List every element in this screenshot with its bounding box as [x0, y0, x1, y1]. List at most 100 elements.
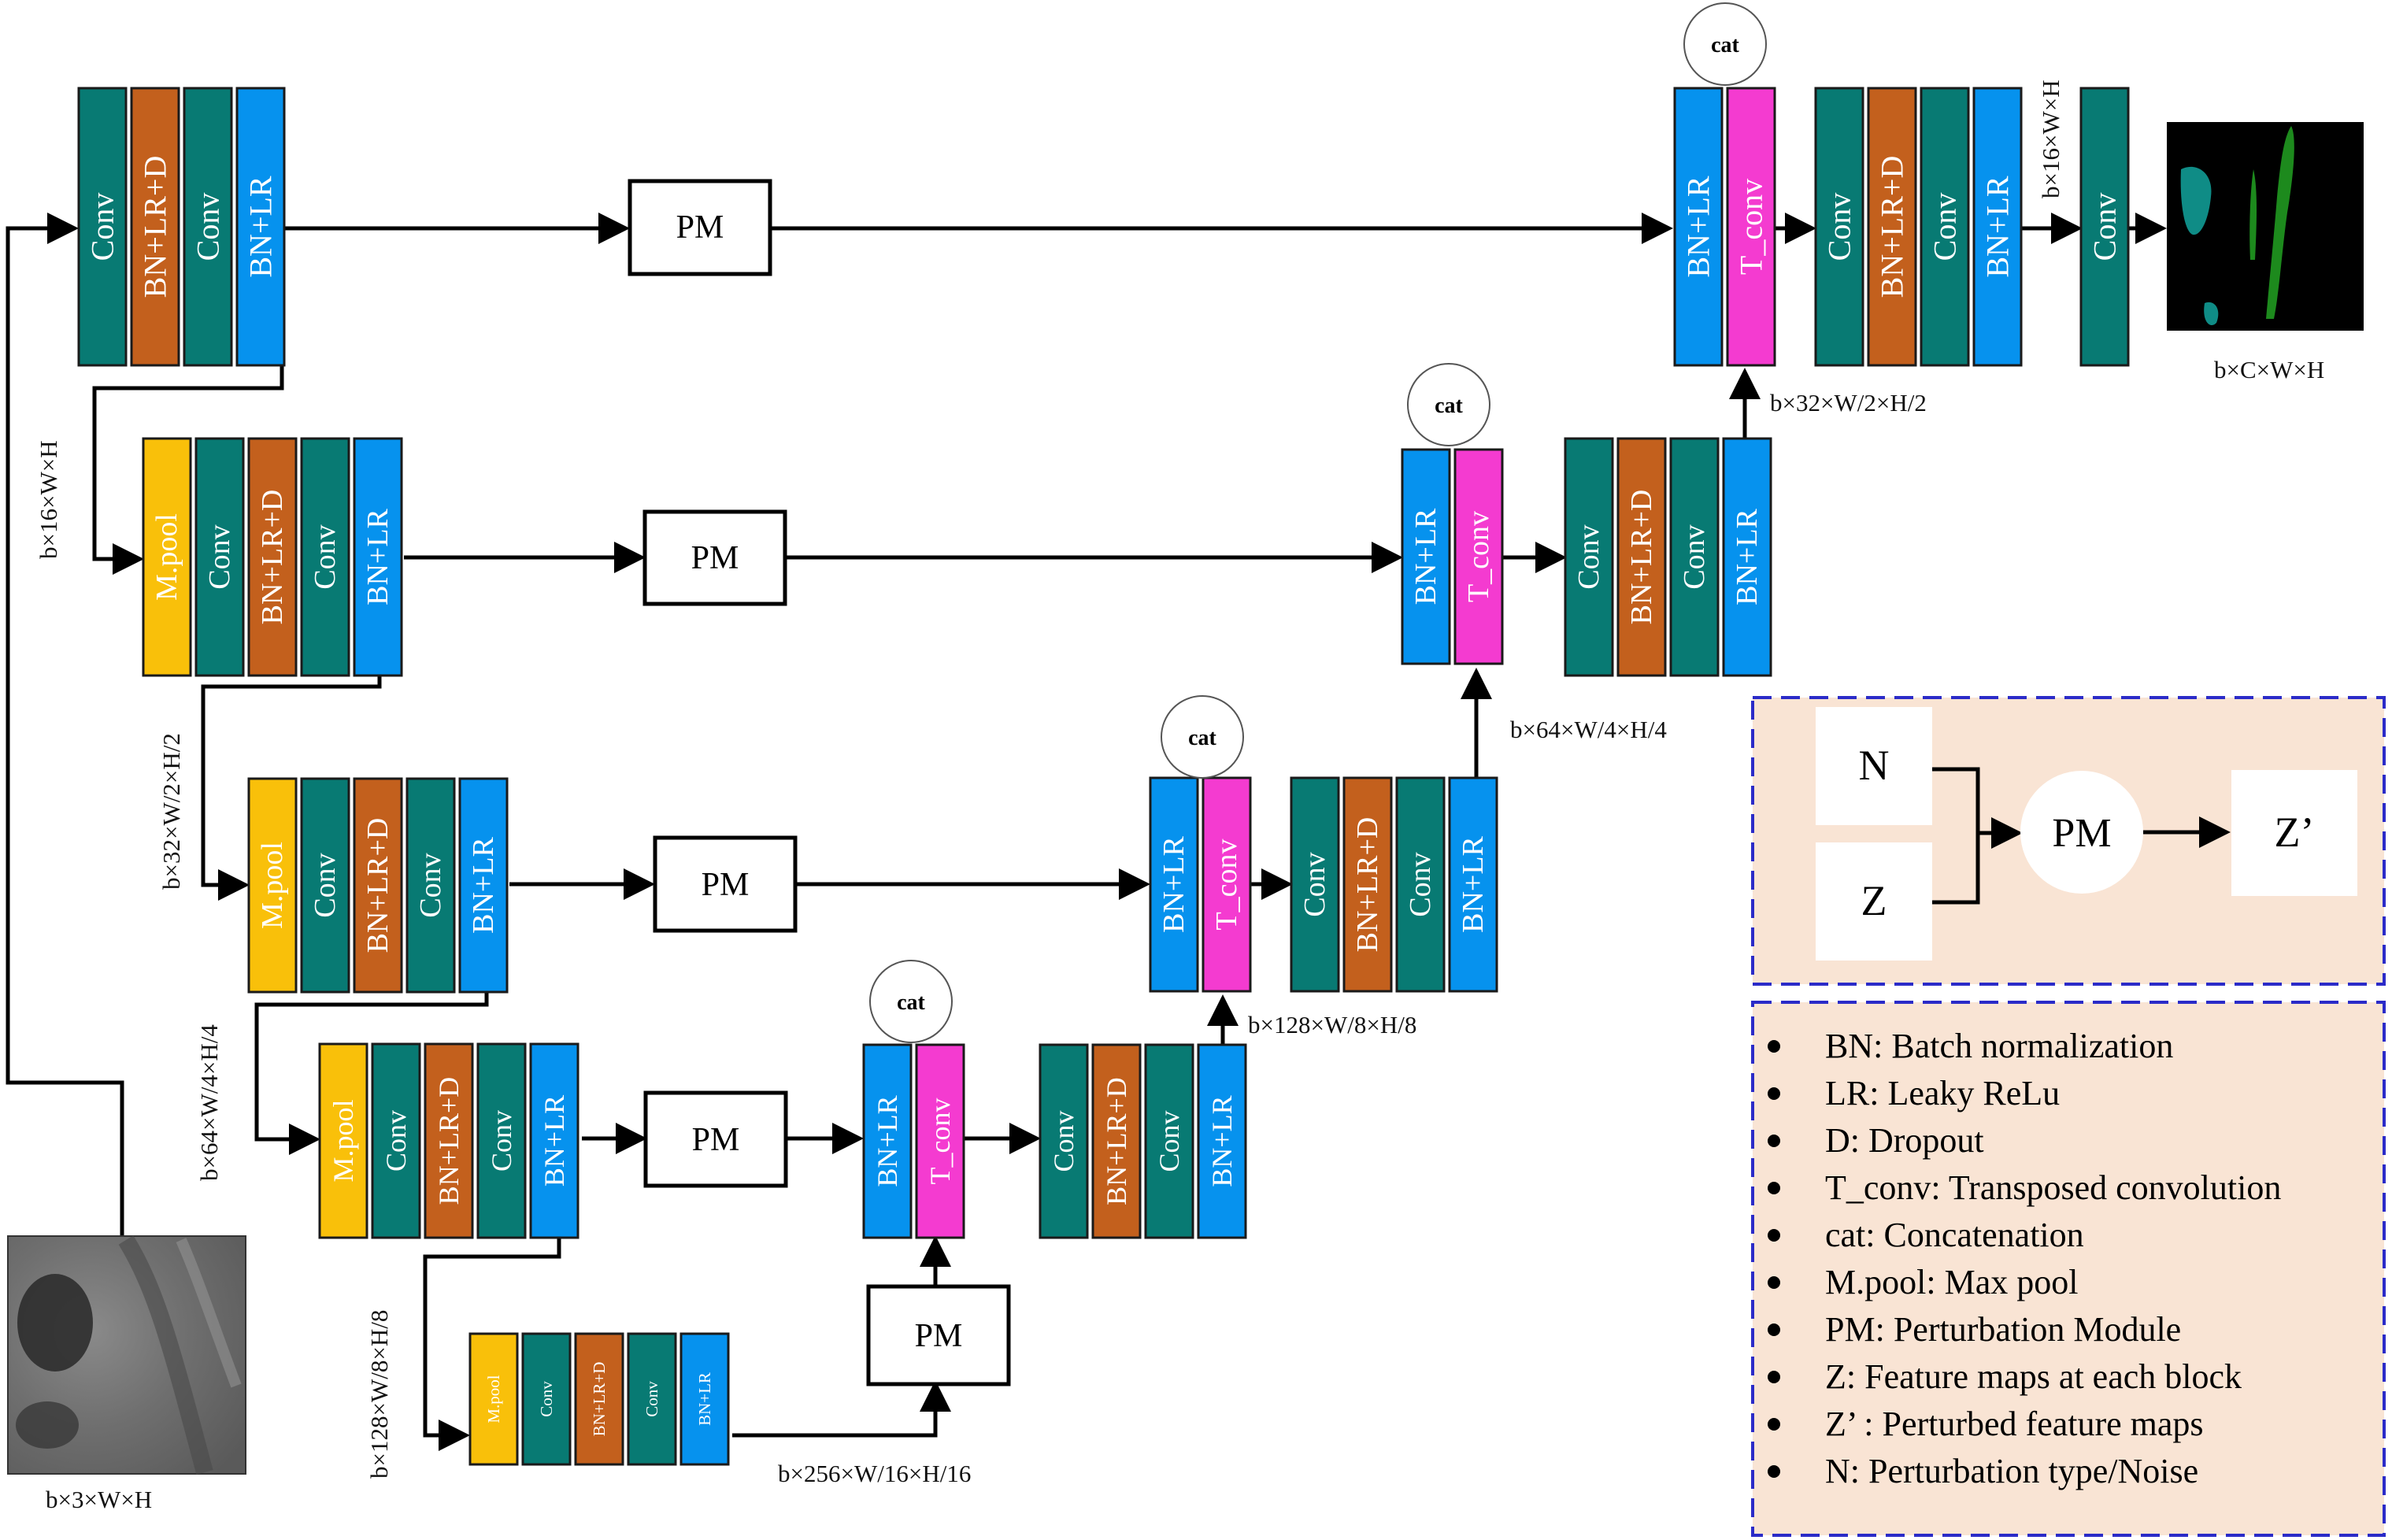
enc3-dim-label: b×64×W/4×H/4 [195, 1024, 223, 1181]
dec2-cat-1-t-conv-label: T_conv [1462, 511, 1495, 602]
legend-bullet-icon [1768, 1135, 1780, 1147]
dec2-conv-2-conv-label: Conv [1678, 524, 1711, 589]
legend-item: LR: Leaky ReLu [1768, 1074, 2060, 1112]
dec3-conv-3-bn-lr-block: BN+LR [1448, 776, 1498, 993]
legend-item-text: PM: Perturbation Module [1825, 1310, 2181, 1349]
legend-bullet-icon [1768, 1040, 1780, 1053]
bottleneck-4-bn-lr-label: BN+LR [695, 1372, 714, 1426]
dec2-conv-3-bn-lr-block: BN+LR [1722, 437, 1772, 677]
dec1-conv-3-bn-lr-block: BN+LR [1972, 87, 2023, 367]
cat-circle-level3 [1161, 695, 1244, 779]
legend-bullet-icon [1768, 1229, 1780, 1242]
enc3-0-mpool-label: M.pool [256, 842, 289, 929]
n-box [1816, 707, 1932, 825]
enc2-1-conv-label: Conv [203, 524, 236, 589]
dec1-cat-0-bn-lr-label: BN+LR [1681, 176, 1716, 278]
pm-box-level4 [643, 1090, 788, 1188]
dec4-conv-0-conv-block: Conv [1039, 1043, 1089, 1239]
enc2-2-bn-lr_d-label: BN+LR+D [256, 490, 289, 625]
n-connector-line [1932, 767, 1980, 905]
enc4-0-mpool-label: M.pool [328, 1099, 359, 1182]
bottleneck-3-conv-block: Conv [627, 1332, 677, 1466]
bottleneck-to-pm5-line [732, 1380, 951, 1438]
pm-box-level2 [642, 509, 787, 606]
pm-label-level1: PM [676, 209, 724, 246]
enc2-4-bn-lr-label: BN+LR [361, 508, 394, 605]
enc4-2-bn-lr_d-label: BN+LR+D [433, 1077, 465, 1205]
output-mask-image [2167, 122, 2364, 331]
legend-item: D: Dropout [1768, 1121, 1984, 1160]
z-label: Z [1861, 877, 1887, 924]
enc3-to-enc4-line [254, 992, 489, 1155]
dec4-conv-3-bn-lr-block: BN+LR [1197, 1043, 1247, 1239]
input-image [7, 1235, 246, 1475]
cat-circles: cat cat cat cat [869, 2, 1767, 1043]
dec2-conv-0-conv-block: Conv [1564, 437, 1614, 677]
legend-background [1751, 1001, 2386, 1537]
pm-boxes: PM PM PM PM PM [628, 179, 1011, 1386]
dec4-conv-2-conv-label: Conv [1153, 1110, 1185, 1172]
enc1-to-enc2-line [92, 364, 284, 575]
dec2-dim-label: b×64×W/4×H/4 [1510, 716, 1667, 743]
output-dim-label: b×C×W×H [2214, 356, 2324, 383]
bottleneck-3-conv-label: Conv [642, 1381, 661, 1417]
enc2-0-mpool-block: M.pool [142, 437, 192, 677]
legend-item-text: N: Perturbation type/Noise [1825, 1452, 2198, 1490]
legend-item: Z: Feature maps at each block [1768, 1357, 2242, 1396]
legend-bullet-icon [1768, 1087, 1780, 1100]
dec4-conv-0-conv-label: Conv [1048, 1110, 1079, 1172]
dec4-cat-0-bn-lr-label: BN+LR [872, 1095, 903, 1186]
legend-bullet-icon [1768, 1418, 1780, 1431]
legend-item: PM: Perturbation Module [1768, 1310, 2181, 1349]
bottleneck-1-conv-block: Conv [521, 1332, 572, 1466]
legend-bullet-icon [1768, 1182, 1780, 1194]
legend-bullet-icon [1768, 1465, 1780, 1478]
dec2-conv-2-conv-block: Conv [1669, 437, 1720, 677]
enc1-3-bn-lr-label: BN+LR [243, 176, 279, 278]
dec2-cat-1-t-conv-block: T_conv [1453, 448, 1504, 665]
enc2-0-mpool-label: M.pool [150, 513, 183, 601]
enc2-to-enc3-line [201, 676, 382, 901]
pm-inset-label: PM [2052, 811, 2111, 856]
input-dim-label: b×3×W×H [46, 1486, 152, 1513]
legend-item-text: cat: Concatenation [1825, 1216, 2084, 1254]
dec4-conv-3-bn-lr-label: BN+LR [1206, 1095, 1238, 1186]
dec1-cat-1-t-conv-block: T_conv [1726, 87, 1776, 367]
enc4-3-conv-block: Conv [476, 1042, 527, 1239]
legend-bullet-icon [1768, 1323, 1780, 1336]
cat-label-level2: cat [1435, 394, 1463, 418]
enc3-1-conv-block: Conv [300, 777, 350, 994]
enc4-2-bn-lr_d-block: BN+LR+D [424, 1042, 474, 1239]
dec1-conv-2-conv-label: Conv [1927, 193, 1963, 261]
dec1-conv-3-bn-lr-label: BN+LR [1980, 176, 2016, 278]
legend-item: Z’ : Perturbed feature maps [1768, 1405, 2204, 1443]
dec4-cat-1-t-conv-block: T_conv [915, 1043, 965, 1239]
dec3-conv-1-bn-lr_d-label: BN+LR+D [1351, 817, 1384, 953]
enc4-1-conv-label: Conv [380, 1110, 412, 1172]
connection-lines [6, 213, 2167, 1451]
enc3-2-bn-lr_d-block: BN+LR+D [353, 777, 403, 994]
final-0-conv-block: Conv [2079, 87, 2130, 367]
enc4-0-mpool-block: M.pool [318, 1042, 368, 1239]
dec1-conv-2-conv-block: Conv [1920, 87, 1970, 367]
dec2-conv-0-conv-label: Conv [1572, 524, 1605, 589]
dimension-labels: b×16×W×H b×32×W/2×H/2 b×64×W/4×H/4 b×128… [35, 80, 2064, 1487]
dec4-cat-1-t-conv-label: T_conv [924, 1098, 956, 1185]
legend-item-text: D: Dropout [1825, 1121, 1984, 1160]
dec4-dim-label: b×16×W×H [2037, 80, 2064, 198]
dec3-conv-1-bn-lr_d-block: BN+LR+D [1342, 776, 1393, 993]
dec2-conv-1-bn-lr_d-block: BN+LR+D [1616, 437, 1667, 677]
dec3-cat-1-t-conv-block: T_conv [1202, 776, 1252, 993]
enc3-2-bn-lr_d-label: BN+LR+D [361, 818, 394, 953]
enc3-3-conv-label: Conv [414, 853, 447, 917]
dec3-cat-0-bn-lr-block: BN+LR [1149, 776, 1199, 993]
bottleneck-dim-label: b×256×W/16×H/16 [778, 1460, 971, 1487]
final-0-conv-label: Conv [2087, 193, 2123, 261]
dec1-conv-0-conv-label: Conv [1822, 193, 1857, 261]
bottleneck-2-bn-lr_d-block: BN+LR+D [574, 1332, 624, 1466]
bottleneck-0-mpool-block: M.pool [468, 1332, 519, 1466]
pm-box-level3 [653, 835, 798, 933]
